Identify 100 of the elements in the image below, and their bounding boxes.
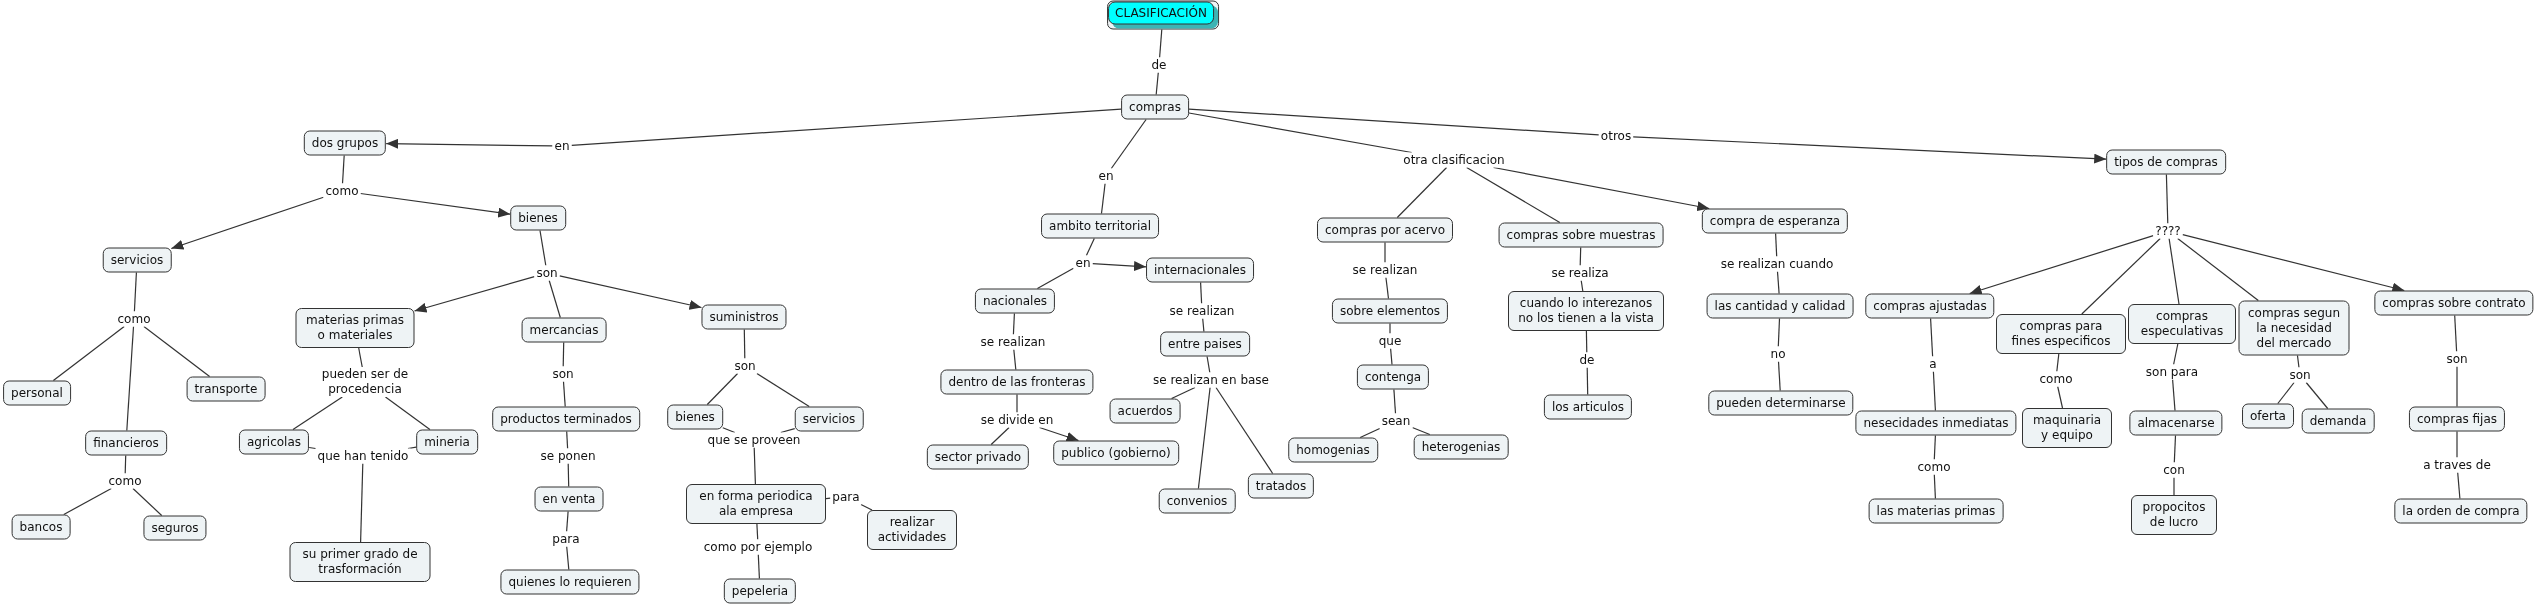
connector-line (566, 430, 569, 450)
connector-line (566, 545, 570, 571)
connector-line (1390, 347, 1393, 366)
concept-box: ambito territorial (1041, 213, 1159, 239)
connector-line (358, 347, 363, 368)
linking-phrase: se realizan (1167, 303, 1237, 319)
connector-line (407, 446, 417, 450)
connector-line (1206, 355, 1211, 374)
concept-box: almacenarse (2129, 410, 2223, 436)
concept-box: suministros (701, 304, 787, 330)
connector-line (2277, 381, 2295, 405)
connector-line (124, 454, 127, 475)
linking-phrase: como por ejemplo (701, 539, 815, 555)
connector-line (566, 510, 569, 533)
connector-line (132, 487, 163, 517)
connector-line (990, 426, 1010, 446)
concept-box: servicios (794, 406, 864, 432)
concept-box: compras (1121, 94, 1189, 120)
concept-box: oferta (2242, 403, 2294, 429)
concept-box: transporte (186, 376, 266, 402)
connector-line (143, 325, 211, 378)
connector-line (1776, 270, 1780, 295)
connector-line (1466, 166, 1561, 224)
connector-line (2056, 353, 2060, 373)
connector-line (756, 523, 759, 541)
connector-line (757, 553, 760, 580)
connector-line (2165, 173, 2169, 225)
connector-line (1933, 434, 1936, 461)
concept-box: homogenias (1288, 437, 1378, 463)
concept-box: materias primas o materiales (295, 308, 415, 348)
connector-line (1016, 393, 1018, 414)
concept-box: las cantidad y calidad (1706, 293, 1854, 319)
concept-box: pepeleria (723, 578, 797, 604)
connector-line (52, 325, 125, 382)
arrow (559, 275, 703, 310)
connector-line (1775, 232, 1778, 258)
concept-box: bancos (11, 514, 71, 540)
connector-line (1215, 386, 1274, 475)
connector-line (1200, 281, 1203, 305)
arrow (385, 138, 554, 149)
concept-box: propocitos de lucro (2131, 495, 2217, 535)
connector-line (1930, 317, 1934, 358)
connector-line (2456, 365, 2458, 408)
connector-line (1932, 370, 1936, 412)
connector-line (753, 446, 756, 485)
concept-box: dentro de las fronteras (940, 369, 1094, 395)
concept-box: tratados (1247, 473, 1315, 499)
linking-phrase: se realizan cuando (1718, 256, 1836, 272)
concept-box: nesecidades inmediatas (1855, 410, 2017, 436)
connector-line (1188, 112, 1413, 154)
connector-line (126, 325, 135, 432)
linking-phrase: a traves de (2421, 457, 2493, 473)
connector-line (1036, 267, 1075, 290)
concept-box: sobre elementos (1331, 298, 1449, 324)
arrow (1632, 136, 2107, 164)
concept-box: convenios (1158, 488, 1236, 514)
linking-phrase: se divide en (978, 412, 1056, 428)
connector-line (2305, 381, 2329, 410)
connector-line (360, 462, 364, 543)
linking-phrase: se realiza (1549, 265, 1611, 281)
connector-line (1171, 386, 1196, 400)
connector-line (570, 108, 1122, 146)
connector-line (2456, 430, 2458, 459)
concept-box: compras sobre contrato (2374, 290, 2534, 316)
connector-line (2296, 354, 2300, 369)
concept-box: compras para fines especificos (1996, 314, 2126, 354)
connector-line (1389, 322, 1391, 335)
concept-box: compras segun la necesidad del mercado (2238, 300, 2350, 356)
linking-phrase: que han tenido (315, 448, 411, 464)
connector-line (1085, 237, 1095, 257)
arrow (413, 276, 535, 313)
connector-line (567, 462, 570, 488)
connector-line (1585, 330, 1588, 354)
concept-box: dos grupos (303, 130, 387, 156)
concept-box: demanda (2301, 408, 2375, 434)
connector-line (562, 380, 566, 408)
connector-line (1579, 246, 1582, 267)
linking-phrase: de (1577, 352, 1597, 368)
connector-line (1777, 317, 1781, 348)
connector-line (341, 154, 345, 185)
linking-phrase: se realizan en base (1151, 372, 1271, 388)
concept-box: sector privado (926, 444, 1030, 470)
concept-box: su primer grado de trasformación (289, 542, 431, 582)
connector-line (756, 372, 810, 408)
arrow (1091, 261, 1147, 272)
concept-box: compras sobre muestras (1498, 222, 1664, 248)
connector-line (825, 497, 831, 500)
connector-line (706, 372, 739, 406)
concept-box: heterogenias (1413, 434, 1509, 460)
connector-line (1933, 473, 1936, 500)
concept-box: en venta (534, 486, 604, 512)
arrow (2182, 234, 2405, 293)
concept-box: publico (gobierno) (1053, 440, 1179, 466)
connector-line (743, 328, 746, 360)
concept-box: los articulos (1543, 394, 1633, 420)
linking-phrase: ???? (2153, 223, 2183, 239)
concept-box: compra de esperanza (1701, 208, 1849, 234)
concept-box: maquinaria y equipo (2022, 408, 2112, 448)
arrow (1038, 426, 1080, 442)
concept-box: agricolas (238, 429, 310, 455)
